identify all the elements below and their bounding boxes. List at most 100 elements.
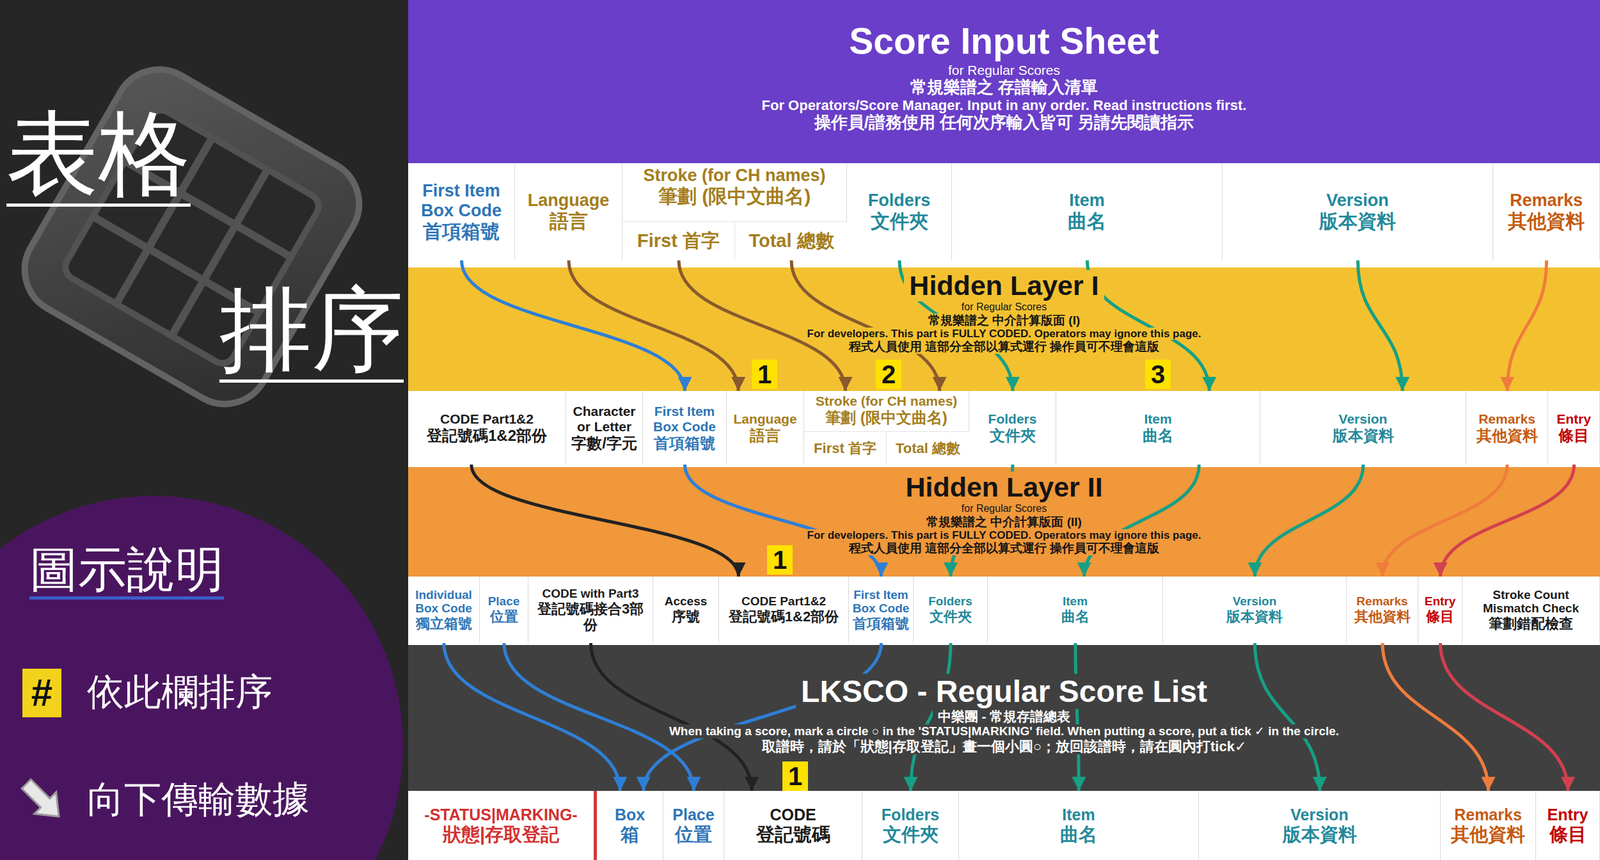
section-band: Hidden Layer Ifor Regular Scores常規樂譜之 中介… [408,267,1600,391]
band-subtitle: 常規樂譜之 中介計算版面 (I) [923,313,1086,328]
header-cell: Character or Letter字數/字元 [566,390,643,465]
flow-arrow [1255,464,1364,577]
header-label: 位置 [674,823,713,846]
sub-header-cell: First 首字 [622,221,736,261]
band-title: Hidden Layer II [900,471,1108,503]
header-label: Remarks [1454,805,1522,824]
header-label: First Item Box Code [851,587,911,617]
header-label: -STATUS|MARKING- [424,805,578,824]
header-label: First Item Box Code [410,181,512,221]
callout-number: 1 [751,359,778,389]
header-label: 筆劃錯配檢查 [1488,615,1574,632]
callout-number: 1 [767,545,793,575]
header-cell: Place位置 [663,790,725,860]
header-label: Place [488,594,521,609]
header-label: 語言 [749,426,781,445]
flow-arrow [568,260,739,391]
header-cell: Language語言 [726,390,805,465]
header-label: Total 總數 [895,440,961,457]
header-label: 筆劃 (限中文曲名) [658,185,811,208]
band-subtitle: For developers. This part is FULLY CODED… [802,529,1207,542]
header-label: Character or Letter [568,403,640,435]
header-cell: Version版本資料 [1260,390,1467,465]
header-label: 登記號碼1&2部份 [426,426,547,445]
arrow-icon-shape [15,772,70,828]
flow-arrow [1255,642,1321,791]
header-label: Folders [928,594,973,609]
header-cell: Version版本資料 [1198,790,1441,860]
header-label: Language [527,190,610,211]
header-label: Folders [881,805,940,824]
header-cell: First Item Box Code首項箱號 [848,576,914,643]
header-label: 首項箱號 [422,220,500,244]
title-word: 表格 [6,105,191,207]
header-cell: Remarks其他資料 [1440,790,1537,860]
band-subtitle: for Regular Scores [956,502,1052,515]
section-band: Hidden Layer IIfor Regular Scores常規樂譜之 中… [408,467,1600,577]
flow-arrow [1087,260,1210,391]
band-subtitle: 程式人員使用 這部分全部以算式運行 操作員可不理會這版 [843,541,1165,556]
orange-band [408,467,1600,577]
band-subtitle: 程式人員使用 這部分全部以算式運行 操作員可不理會這版 [843,339,1165,354]
header-label: 登記號碼 [756,823,831,846]
legend-heading: 圖示說明 [29,543,224,600]
band-title: LKSCO - Regular Score List [795,673,1213,709]
section-band: LKSCO - Regular Score List中樂團 - 常規存譜總表Wh… [408,644,1600,791]
band-subtitle: 取譜時，請於「狀態|存取登記」畫一個小圓○；放回該譜時，請在圓內打tick✓ [756,738,1252,755]
header-label: 首項箱號 [653,434,716,453]
band-title: Score Input Sheet [843,20,1165,63]
band-subtitle: 常規樂譜之 存譜輸入清單 [905,78,1103,98]
flow-arrow [678,260,846,391]
header-cell: Individual Box Code獨立箱號 [408,576,480,643]
callout-number: 3 [1145,359,1171,389]
header-label: Folders [988,411,1038,427]
header-label: Item [1143,411,1172,427]
header-cell: Access序號 [653,576,720,643]
flow-arrow [1440,464,1575,577]
header-label: 箱 [620,823,640,846]
flow-arrow [685,464,882,577]
header-cell: First Item Box Code首項箱號 [642,390,727,465]
header-label: First 首字 [637,230,720,252]
header-label: Version [1326,190,1389,211]
header-label: Version [1232,594,1277,609]
callout-number: 1 [782,761,808,791]
header-label: Access [664,594,708,609]
header-label: Version [1338,411,1388,427]
header-cell: Stroke (for CH names)筆劃 (限中文曲名)First 首字T… [804,390,970,465]
title-word: 排序 [219,281,404,383]
header-cell: CODE Part1&2登記號碼1&2部份 [719,576,849,643]
header-label: 狀態|存取登記 [442,823,560,846]
header-label: Individual Box Code [410,587,477,617]
legend-text: 依此欄排序 [87,670,273,714]
dark-band [408,644,1600,791]
header-label: 獨立箱號 [415,615,473,632]
flow-arrow [1358,260,1403,391]
band-subtitle: for Regular Scores [956,301,1052,313]
header-cell: Folders文件夾 [969,390,1057,465]
header-label: 文件夾 [989,426,1036,445]
band-subtitle: for Regular Scores [942,62,1066,79]
header-label: Entry [1424,594,1457,609]
header-label: 其他資料 [1450,823,1526,846]
sort-mark: # [31,673,53,713]
header-label: 登記號碼1&2部份 [728,608,839,625]
header-label: Entry [1547,805,1589,824]
header-cell: Entry條目 [1548,390,1600,465]
header-label: Folders [868,190,931,211]
header-label: Remarks [1509,190,1583,211]
header-label: 首項箱號 [852,615,910,632]
header-cell: CODE with Part3登記號碼接合3部份 [528,576,654,643]
header-label: 語言 [549,210,588,233]
flow-arrow [591,642,753,791]
header-label: 曲名 [1067,210,1107,233]
header-cell: Remarks其他資料 [1466,390,1549,465]
band-subtitle: 常規樂譜之 中介計算版面 (II) [921,514,1087,530]
band-subtitle: For developers. This part is FULLY CODED… [802,327,1207,341]
header-label: 筆劃 (限中文曲名) [825,408,948,427]
legend-circle [0,495,404,860]
header-label: 登記號碼接合3部份 [530,600,650,634]
sub-header-cell: Total 總數 [886,431,970,465]
header-label: 序號 [671,608,700,625]
